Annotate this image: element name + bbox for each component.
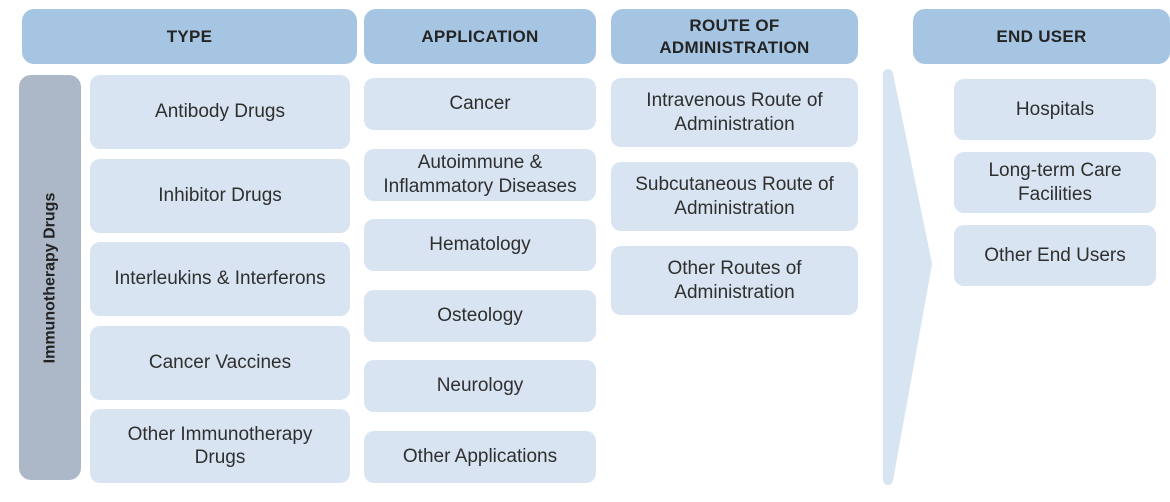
end-user-column: Hospitals Long-term Care Facilities Othe… [954,79,1156,286]
flow-arrow-icon [883,69,932,485]
column-header-application: APPLICATION [364,9,596,64]
side-category-bar: Immunotherapy Drugs [19,75,81,480]
end-user-item-long-term-care-facilities: Long-term Care Facilities [954,152,1156,213]
end-user-item-hospitals: Hospitals [954,79,1156,140]
route-item-other-routes: Other Routes of Administration [611,246,858,315]
route-of-administration-column: Intravenous Route of Administration Subc… [611,78,858,315]
application-item-osteology: Osteology [364,289,596,342]
application-item-hematology: Hematology [364,219,596,271]
column-header-application-label: APPLICATION [421,26,539,46]
type-item-cancer-vaccines: Cancer Vaccines [90,325,350,400]
column-header-type-label: TYPE [166,26,213,46]
side-category-label: Immunotherapy Drugs [41,192,58,363]
application-item-cancer: Cancer [364,78,596,130]
column-header-type: TYPE [22,9,357,64]
type-column: Antibody Drugs Inhibitor Drugs Interleuk… [90,75,350,483]
column-header-end-user-label: END USER [996,26,1087,46]
route-item-subcutaneous: Subcutaneous Route of Administration [611,162,858,231]
column-header-route-of-administration: ROUTE OF ADMINISTRATION [611,9,858,64]
column-header-end-user: END USER [913,9,1170,64]
type-item-antibody-drugs: Antibody Drugs [90,75,350,149]
end-user-item-other-end-users: Other End Users [954,225,1156,286]
type-item-other-immunotherapy-drugs: Other Immunotherapy Drugs [90,409,350,483]
type-item-interleukins-interferons: Interleukins & Interferons [90,242,350,316]
column-header-route-of-administration-label: ROUTE OF ADMINISTRATION [659,16,810,57]
application-item-neurology: Neurology [364,360,596,412]
application-item-autoimmune-inflammatory-diseases: Autoimmune & Inflammatory Diseases [364,148,596,201]
route-item-intravenous: Intravenous Route of Administration [611,78,858,147]
type-item-inhibitor-drugs: Inhibitor Drugs [90,158,350,233]
application-item-other-applications: Other Applications [364,430,596,483]
application-column: Cancer Autoimmune & Inflammatory Disease… [364,78,596,483]
